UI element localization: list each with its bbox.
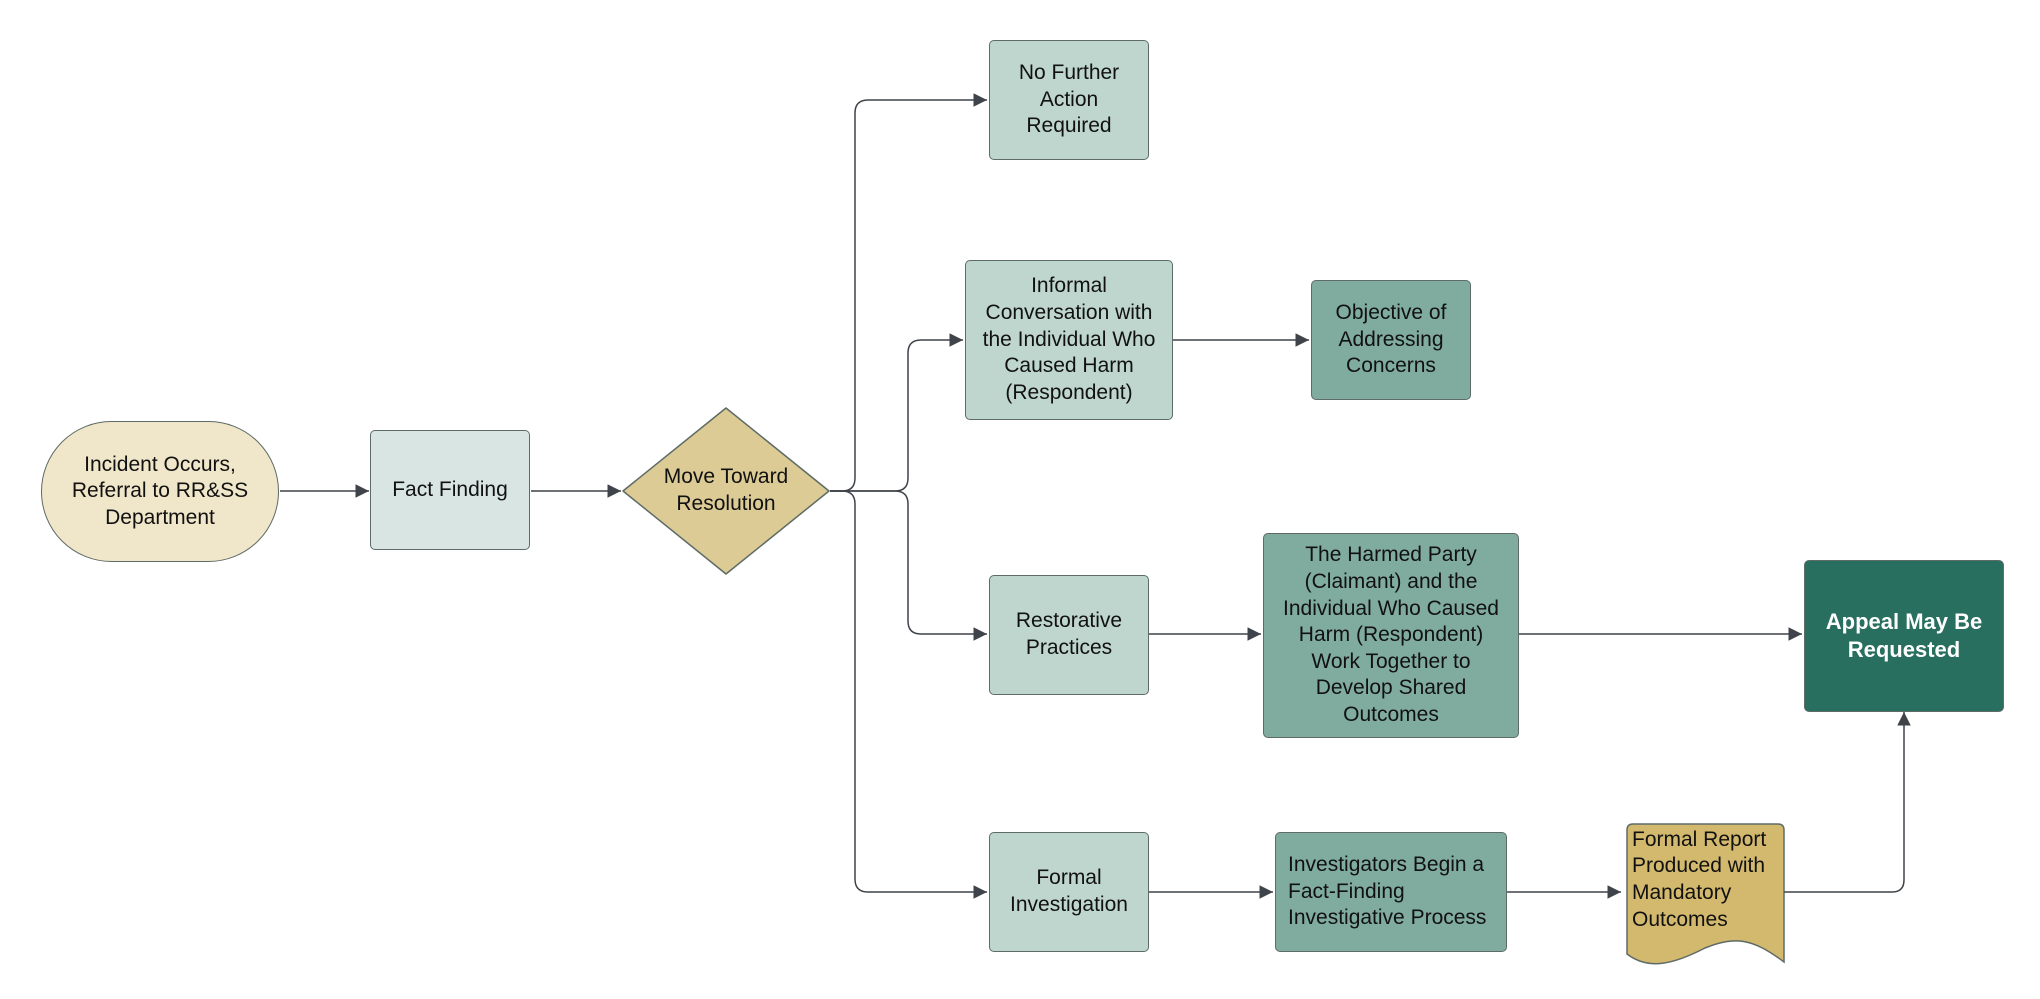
connector-decision-to-restorative-practices (830, 490, 987, 641)
no-further-action-node: No Further Action Required (989, 40, 1149, 160)
shared-outcomes-node: The Harmed Party (Claimant) and the Indi… (1263, 533, 1519, 738)
connector-decision-to-informal-conversation (830, 333, 963, 492)
formal-investigation-node: Formal Investigation (989, 832, 1149, 952)
objective-node: Objective of Addressing Concerns (1311, 280, 1471, 400)
fact-finding-node: Fact Finding (370, 430, 530, 550)
decision-label: Move Toward Resolution (663, 465, 789, 515)
connector-report-to-appeal (1784, 712, 1911, 893)
appeal-node: Appeal May Be Requested (1804, 560, 2004, 712)
incident-start-node: Incident Occurs, Referral to RR&SS Depar… (41, 421, 279, 562)
investigators-node: Investigators Begin a Fact-Finding Inves… (1275, 832, 1507, 952)
informal-conversation-node: Informal Conversation with the Individua… (965, 260, 1173, 420)
decision-diamond-shape (622, 407, 830, 575)
formal-report-document-shape (1626, 823, 1785, 965)
connector-decision-to-formal-investigation (830, 490, 987, 899)
restorative-practices-node: Restorative Practices (989, 575, 1149, 695)
formal-report-label: Formal Report Produced with Mandatory Ou… (1632, 827, 1767, 931)
